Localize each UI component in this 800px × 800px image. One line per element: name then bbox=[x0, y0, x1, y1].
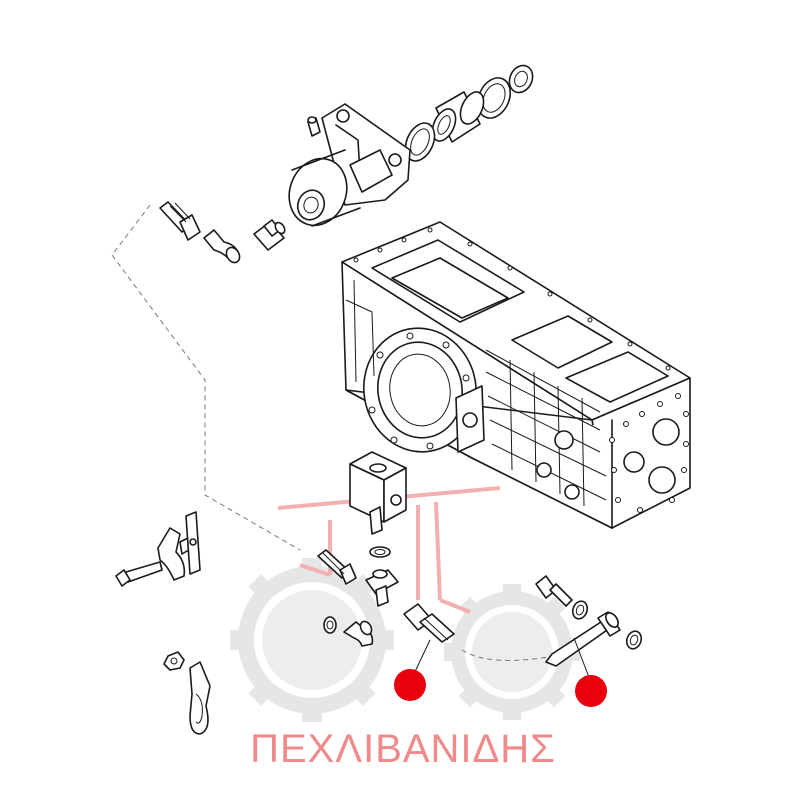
watermark-logo: ΠΕΧΛΙΒΑΝΙΔΗΣ bbox=[230, 486, 580, 771]
tee-fitting bbox=[365, 569, 399, 607]
adapter-nipple bbox=[253, 219, 286, 251]
callout-leader-right bbox=[573, 637, 591, 681]
valve-block bbox=[349, 451, 407, 535]
washer-lower-left bbox=[323, 616, 337, 634]
hex-bolt-left bbox=[115, 561, 163, 587]
steel-pipe-right bbox=[545, 611, 621, 667]
banjo-bolt bbox=[535, 575, 573, 607]
leader-dashed-line-right bbox=[461, 649, 561, 661]
transmission-housing bbox=[341, 221, 691, 529]
clamp-plate bbox=[185, 511, 201, 575]
washer-right-upper bbox=[571, 600, 589, 620]
bushing-sleeve bbox=[431, 91, 485, 143]
washer-upper bbox=[369, 546, 391, 558]
seal-ring-mid bbox=[404, 122, 436, 162]
hose-bracket bbox=[189, 661, 211, 735]
hex-nut bbox=[163, 651, 185, 671]
hose-elbow-fitting bbox=[203, 229, 241, 264]
seal-ring-large bbox=[476, 77, 512, 119]
elbow-fitting-lower bbox=[343, 620, 374, 647]
watermark-gear-left bbox=[230, 558, 394, 722]
hose-fitting-center bbox=[317, 549, 357, 585]
lift-cylinder-bracket bbox=[288, 103, 411, 227]
watermark-text: ΠΕΧΛΙΒΑΝΙΔΗΣ bbox=[250, 727, 556, 771]
o-ring-small bbox=[508, 64, 534, 94]
red-callout-marker-left bbox=[394, 669, 426, 701]
washer-right-lower bbox=[625, 630, 643, 650]
leader-dashed-line bbox=[111, 204, 301, 551]
union-fitting bbox=[403, 603, 455, 643]
red-callout-marker-right bbox=[575, 675, 607, 707]
hose-fitting-straight bbox=[159, 201, 201, 241]
